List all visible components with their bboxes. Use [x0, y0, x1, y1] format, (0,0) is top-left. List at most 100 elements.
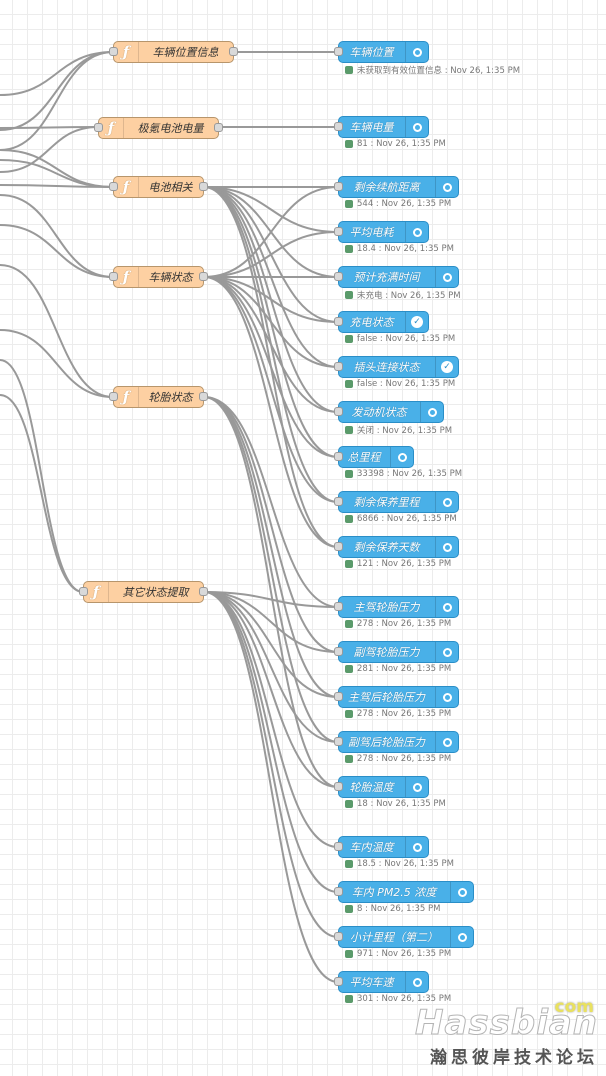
input-port[interactable]	[334, 692, 343, 701]
output-port[interactable]	[229, 47, 238, 56]
status-text: 18.4 : Nov 26, 1:35 PM	[357, 244, 454, 254]
debug-toggle-button[interactable]	[450, 927, 473, 947]
debug-node-trip-meter-2[interactable]: 小计里程（第二）	[334, 926, 474, 948]
debug-node-avg-speed[interactable]: 平均车速	[334, 971, 429, 993]
wire	[203, 276, 339, 548]
node-status: 未充电 : Nov 26, 1:35 PM	[345, 289, 461, 301]
debug-toggle-button[interactable]	[435, 732, 458, 752]
wire	[203, 591, 339, 698]
debug-node-tire-pressure-fl[interactable]: 主驾轮胎压力	[334, 596, 459, 618]
debug-node-engine-state[interactable]: 发动机状态	[334, 401, 444, 423]
input-port[interactable]	[334, 407, 343, 416]
wire	[203, 396, 339, 608]
input-port[interactable]	[334, 272, 343, 281]
debug-toggle-button[interactable]	[405, 777, 428, 797]
debug-node-cabin-temperature[interactable]: 车内温度	[334, 836, 429, 858]
input-port[interactable]	[94, 123, 103, 132]
function-icon: ƒ	[99, 118, 124, 138]
debug-node-tire-pressure-rr[interactable]: 副驾后轮胎压力	[334, 731, 459, 753]
debug-node-battery-level[interactable]: 车辆电量	[334, 116, 429, 138]
debug-toggle-button[interactable]	[435, 597, 458, 617]
input-port[interactable]	[334, 932, 343, 941]
input-port[interactable]	[334, 977, 343, 986]
status-text: 278 : Nov 26, 1:35 PM	[357, 619, 452, 629]
input-port[interactable]	[334, 737, 343, 746]
input-port[interactable]	[334, 887, 343, 896]
debug-node-vehicle-location[interactable]: 车辆位置	[334, 41, 429, 63]
input-port[interactable]	[109, 272, 118, 281]
debug-node-avg-consumption[interactable]: 平均电耗	[334, 221, 429, 243]
function-node-vehicle-state[interactable]: ƒ 车辆状态	[109, 266, 208, 288]
function-node-krypton-battery[interactable]: ƒ 极氪电池电量	[94, 117, 223, 139]
input-port[interactable]	[334, 317, 343, 326]
input-port[interactable]	[334, 182, 343, 191]
debug-toggle-button[interactable]	[420, 402, 443, 422]
debug-toggle-button[interactable]	[405, 117, 428, 137]
debug-toggle-button[interactable]	[405, 42, 428, 62]
debug-node-tire-pressure-fr[interactable]: 副驾轮胎压力	[334, 641, 459, 663]
input-port[interactable]	[109, 182, 118, 191]
status-dot-icon	[345, 950, 353, 958]
debug-toggle-button[interactable]	[435, 537, 458, 557]
debug-toggle-button[interactable]	[435, 642, 458, 662]
debug-toggle-button[interactable]	[390, 447, 413, 467]
input-port[interactable]	[334, 227, 343, 236]
debug-node-service-days[interactable]: 剩余保养天数	[334, 536, 459, 558]
debug-toggle-button[interactable]	[435, 267, 458, 287]
input-port[interactable]	[334, 497, 343, 506]
function-node-label: 其它状态提取	[122, 586, 189, 599]
debug-node-tire-pressure-rl[interactable]: 主驾后轮胎压力	[334, 686, 459, 708]
function-node-battery[interactable]: ƒ 电池相关	[109, 176, 208, 198]
ring-icon	[442, 692, 452, 702]
input-port[interactable]	[334, 647, 343, 656]
input-port[interactable]	[334, 47, 343, 56]
debug-toggle-button[interactable]	[405, 222, 428, 242]
ring-icon	[442, 542, 452, 552]
debug-node-charging-state[interactable]: 充电状态 ✓	[334, 311, 429, 333]
input-port[interactable]	[334, 542, 343, 551]
output-port[interactable]	[214, 123, 223, 132]
debug-toggle-button[interactable]	[435, 177, 458, 197]
input-port[interactable]	[109, 47, 118, 56]
input-port[interactable]	[334, 842, 343, 851]
debug-node-tire-temperature[interactable]: 轮胎温度	[334, 776, 429, 798]
debug-node-cabin-pm25[interactable]: 车内 PM2.5 浓度	[334, 881, 474, 903]
debug-node-service-distance[interactable]: 剩余保养里程	[334, 491, 459, 513]
function-node-vehicle-location[interactable]: ƒ 车辆位置信息	[109, 41, 238, 63]
check-icon: ✓	[441, 361, 453, 373]
output-port[interactable]	[199, 182, 208, 191]
debug-toggle-button[interactable]	[450, 882, 473, 902]
wire	[203, 186, 339, 413]
input-port[interactable]	[334, 122, 343, 131]
output-port[interactable]	[199, 587, 208, 596]
node-status: 8 : Nov 26, 1:35 PM	[345, 904, 440, 914]
input-port[interactable]	[334, 602, 343, 611]
debug-toggle-button[interactable]	[405, 837, 428, 857]
input-port[interactable]	[109, 392, 118, 401]
debug-toggle-button[interactable]	[435, 492, 458, 512]
function-node-other-state[interactable]: ƒ 其它状态提取	[79, 581, 208, 603]
debug-toggle-button[interactable]: ✓	[435, 357, 458, 377]
wire	[0, 126, 99, 129]
input-port[interactable]	[79, 587, 88, 596]
debug-node-label: 车辆位置	[349, 46, 394, 59]
watermark-tagline: 瀚思彼岸技术论坛	[430, 1048, 598, 1068]
function-node-label: 轮胎状态	[148, 391, 193, 404]
debug-node-odometer[interactable]: 总里程	[334, 446, 414, 468]
node-status: 278 : Nov 26, 1:35 PM	[345, 709, 451, 719]
output-port[interactable]	[199, 392, 208, 401]
status-dot-icon	[345, 291, 353, 299]
debug-node-full-charge-time[interactable]: 预计充满时间	[334, 266, 459, 288]
debug-node-plug-state[interactable]: 插头连接状态 ✓	[334, 356, 459, 378]
function-node-tire-state[interactable]: ƒ 轮胎状态	[109, 386, 208, 408]
function-node-label: 车辆状态	[148, 271, 193, 284]
debug-node-remaining-range[interactable]: 剩余续航距离	[334, 176, 459, 198]
debug-node-label: 平均车速	[349, 976, 394, 989]
debug-toggle-button[interactable]	[435, 687, 458, 707]
debug-toggle-button[interactable]: ✓	[405, 312, 428, 332]
debug-toggle-button[interactable]	[405, 972, 428, 992]
input-port[interactable]	[334, 782, 343, 791]
output-port[interactable]	[199, 272, 208, 281]
input-port[interactable]	[334, 362, 343, 371]
input-port[interactable]	[334, 452, 343, 461]
